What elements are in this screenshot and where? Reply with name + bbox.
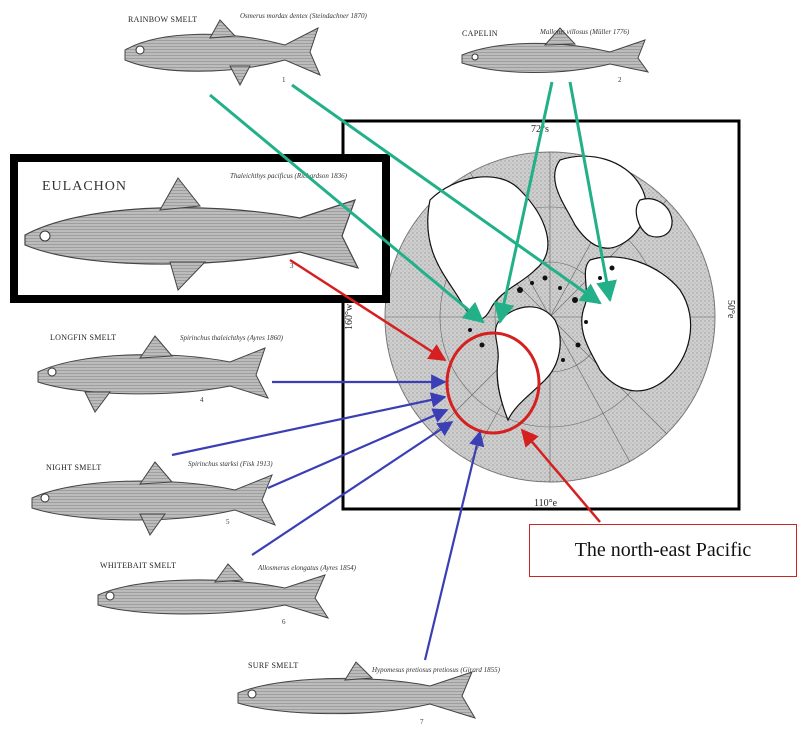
fish-whitebait-smelt-num: 6 (282, 618, 286, 626)
fish-rainbow-smelt-num: 1 (282, 76, 286, 84)
fish-longfin-smelt-name: LONGFIN SMELT (50, 333, 117, 342)
fish-capelin-name: CAPELIN (462, 29, 498, 38)
fish-whitebait-smelt-name: WHITEBAIT SMELT (100, 561, 176, 570)
fish-eulachon-name: EULACHON (42, 179, 127, 194)
fish-capelin: CAPELIN Mallotus villosus (Müller 1776) … (462, 28, 648, 84)
map-label-right: 50°e (725, 300, 736, 319)
fish-longfin-smelt-num: 4 (200, 396, 204, 404)
fish-rainbow-smelt-name: RAINBOW SMELT (128, 15, 197, 24)
fish-night-smelt-num: 5 (226, 518, 230, 526)
fish-night-smelt-sci: Spirinchus starksi (Fisk 1913) (188, 460, 273, 468)
fish-night-smelt: NIGHT SMELT Spirinchus starksi (Fisk 191… (32, 460, 275, 535)
northeast-pacific-callout: The north-east Pacific (529, 524, 797, 577)
fish-surf-smelt: SURF SMELT Hypomesus pretiosus pretiosus… (238, 661, 501, 726)
fish-whitebait-smelt-sci: Allosmerus elongatus (Ayres 1854) (257, 564, 357, 572)
fish-longfin-smelt-sci: Spirinchus thaleichthys (Ayres 1860) (180, 334, 284, 342)
fish-surf-smelt-name: SURF SMELT (248, 661, 299, 670)
fish-rainbow-smelt: RAINBOW SMELT Osmerus mordax dentex (Ste… (125, 12, 368, 85)
fish-capelin-sci: Mallotus villosus (Müller 1776) (539, 28, 630, 36)
map-label-bottom: 110°e (534, 498, 558, 509)
fish-whitebait-smelt-drawing (98, 575, 328, 618)
fish-longfin-smelt: LONGFIN SMELT Spirinchus thaleichthys (A… (38, 333, 284, 412)
fish-surf-smelt-num: 7 (420, 718, 424, 726)
northeast-pacific-label: The north-east Pacific (575, 539, 752, 562)
fish-capelin-num: 2 (618, 76, 622, 84)
fish-whitebait-smelt: WHITEBAIT SMELT Allosmerus elongatus (Ay… (98, 561, 357, 626)
fish-night-smelt-name: NIGHT SMELT (46, 463, 102, 472)
fish-surf-smelt-sci: Hypomesus pretiosus pretiosus (Girard 18… (371, 666, 501, 674)
fish-rainbow-smelt-sci: Osmerus mordax dentex (Steindachner 1870… (240, 12, 368, 20)
map-label-left: 160°w (344, 303, 355, 330)
fish-eulachon: EULACHON Thaleichthys pacificus (Richard… (14, 158, 386, 299)
fish-eulachon-sci: Thaleichthys pacificus (Richardson 1836) (230, 172, 348, 180)
